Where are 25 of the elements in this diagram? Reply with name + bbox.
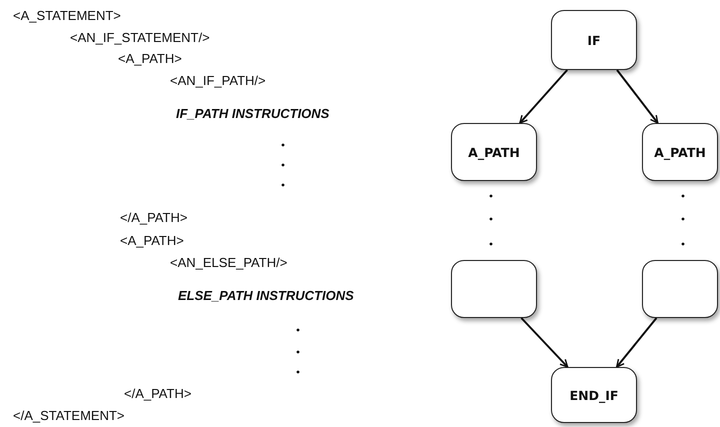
arrow [519, 69, 568, 124]
empty-box [451, 260, 537, 318]
arrow [520, 317, 568, 368]
code-line: </A_PATH> [124, 386, 192, 402]
process-box [551, 367, 637, 423]
code-line: <AN_IF_PATH/> [170, 73, 266, 89]
code-line: </A_STATEMENT> [13, 408, 124, 424]
arrow [616, 69, 659, 124]
process-box [451, 123, 537, 181]
code-line: <AN_ELSE_PATH/> [170, 255, 288, 271]
code-line: <A_PATH> [120, 233, 184, 249]
node-label: END_IF [570, 388, 618, 402]
node-label: IF [587, 32, 601, 48]
instructions-label: ELSE_PATH INSTRUCTIONS [178, 288, 354, 304]
empty-box [642, 260, 718, 318]
node-label: A_PATH [468, 144, 520, 160]
arrow [616, 317, 658, 368]
code-line: <A_STATEMENT> [13, 8, 121, 24]
code-line: <AN_IF_STATEMENT/> [70, 30, 210, 46]
process-box [642, 123, 718, 181]
node-label: A_PATH [654, 144, 706, 160]
instructions-label: IF_PATH INSTRUCTIONS [176, 106, 330, 122]
code-line: </A_PATH> [120, 210, 188, 226]
code-line: <A_PATH> [118, 51, 182, 67]
process-box [551, 10, 637, 70]
